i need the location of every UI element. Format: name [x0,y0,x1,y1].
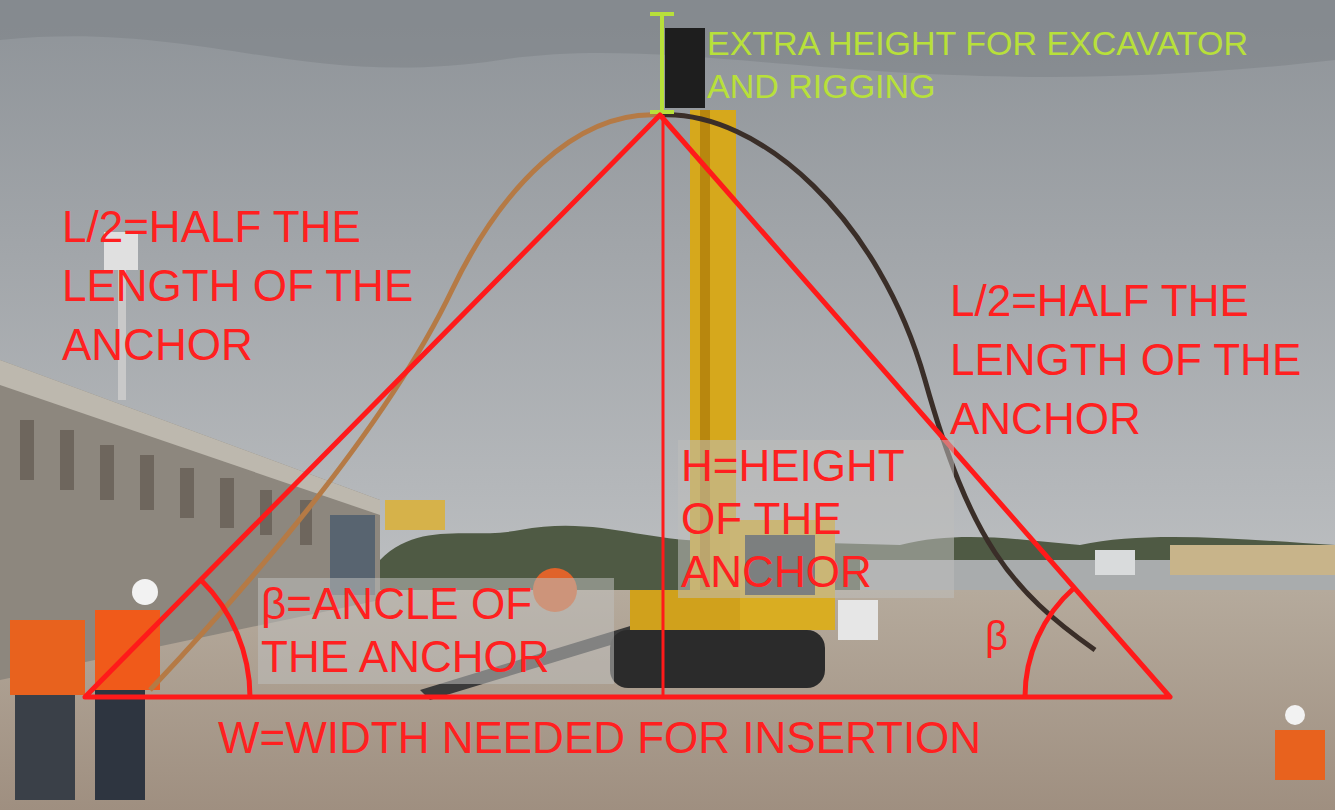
dimension-note: EXTRA HEIGHT FOR EXCAVATOR AND RIGGING [707,22,1327,107]
sound-wall [1170,545,1335,575]
platform [385,500,445,530]
extra-height-marker [650,14,674,112]
wall-pattern [20,420,312,545]
angle-symbol: β [985,612,1045,660]
dimension-label: H=HEIGHT OF THE ANCHOR [678,440,954,598]
anchor-cable [150,115,660,690]
workers [10,579,1325,800]
angle-label: β=ANCLE OF THE ANCHOR [258,578,614,684]
truck [1095,550,1135,575]
dimension-label: W=WIDTH NEEDED FOR INSERTION [218,712,981,765]
dimension-label: L/2=HALF THE LENGTH OF THE ANCHOR [62,198,452,375]
dimension-label: L/2=HALF THE LENGTH OF THE ANCHOR [950,272,1315,449]
